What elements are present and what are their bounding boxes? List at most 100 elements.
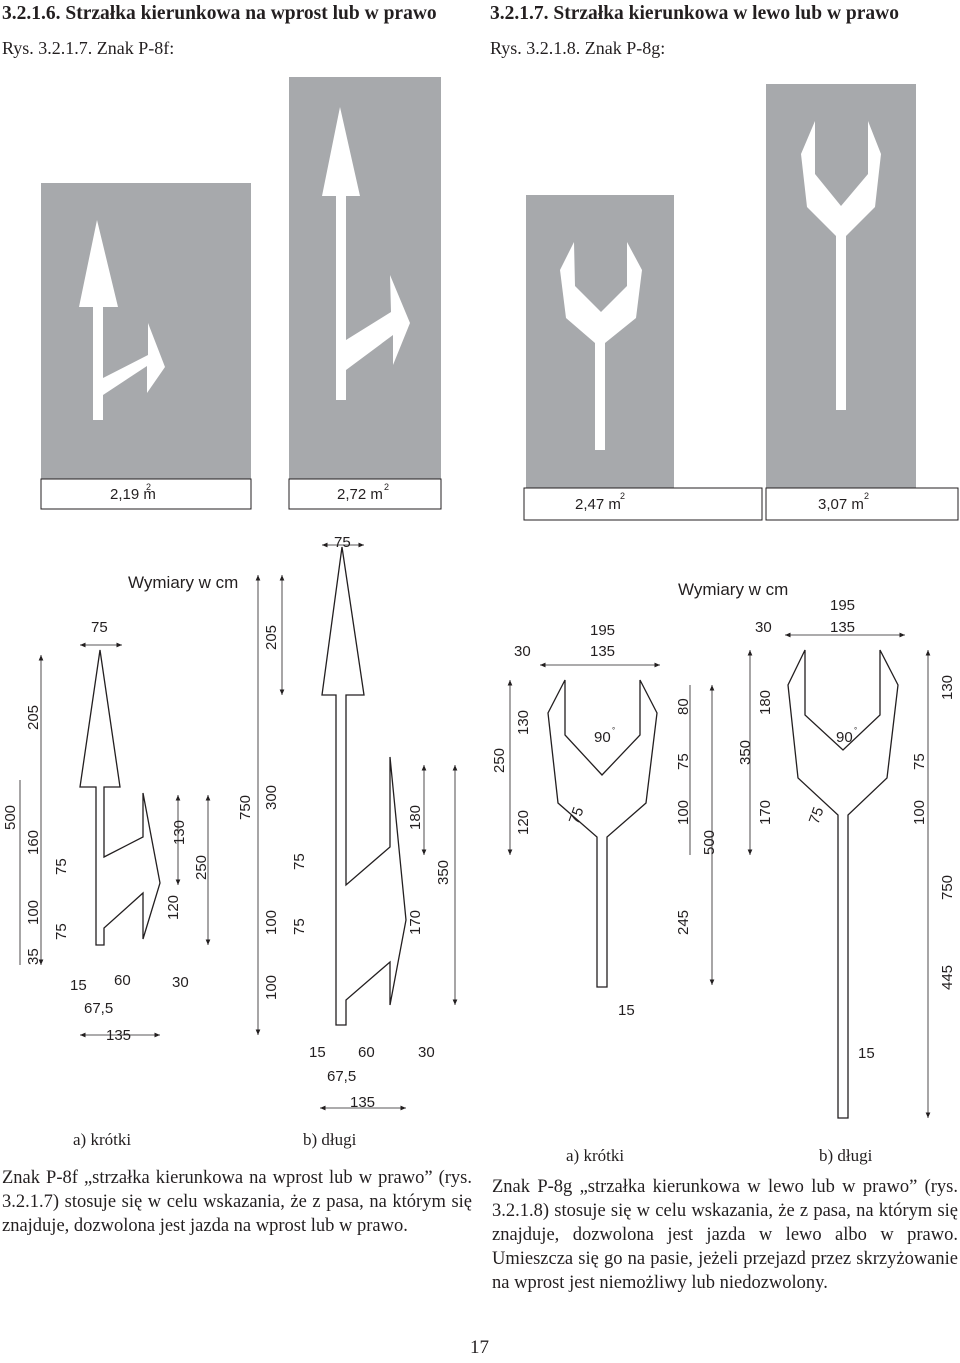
svg-text:67,5: 67,5 (327, 1068, 356, 1085)
p8g-long-outline (787, 649, 899, 1119)
svg-text:100: 100 (25, 900, 42, 925)
p8g-long-dimensions: 30 195 135 350 180 170 90 ° 75 130 75 10… (737, 597, 956, 1062)
svg-text:350: 350 (737, 740, 754, 765)
svg-text:75: 75 (91, 619, 108, 636)
svg-text:60: 60 (114, 972, 131, 989)
svg-text:130: 130 (515, 710, 532, 735)
svg-text:180: 180 (407, 805, 424, 830)
left-section-heading: 3.2.1.6. Strzałka kierunkowa na wprost l… (2, 3, 437, 24)
right-section-heading: 3.2.1.7. Strzałka kierunkowa w lewo lub … (490, 3, 899, 24)
p8g-short-arrow-shape (560, 242, 642, 450)
p8f-short-outline (79, 649, 161, 946)
svg-text:30: 30 (514, 643, 531, 660)
svg-text:75: 75 (291, 918, 308, 935)
svg-text:100: 100 (263, 910, 280, 935)
p8f-long-panel: 2,72 m 2 (288, 77, 442, 510)
svg-text:2,47 m: 2,47 m (575, 496, 621, 513)
svg-text:2: 2 (146, 482, 151, 492)
svg-text:195: 195 (590, 622, 615, 639)
svg-text:3,07 m: 3,07 m (818, 496, 864, 513)
svg-text:30: 30 (172, 974, 189, 991)
svg-text:195: 195 (830, 597, 855, 614)
svg-text:75: 75 (53, 923, 70, 940)
svg-text:35: 35 (25, 948, 42, 965)
svg-text:160: 160 (25, 830, 42, 855)
svg-text:120: 120 (515, 810, 532, 835)
svg-text:250: 250 (491, 748, 508, 773)
svg-text:500: 500 (2, 805, 19, 830)
svg-text:60: 60 (358, 1044, 375, 1061)
svg-text:75: 75 (566, 805, 588, 826)
svg-text:135: 135 (106, 1027, 131, 1044)
left-variant-b-label: b) długi (303, 1130, 357, 1149)
svg-text:180: 180 (757, 690, 774, 715)
svg-text:135: 135 (830, 619, 855, 636)
dimension-drawings-figure: Wymiary w cm Wymiary w cm 75 205 500 160… (2, 534, 956, 1119)
svg-text:130: 130 (939, 675, 956, 700)
left-variant-a-label: a) krótki (73, 1130, 132, 1149)
svg-text:75: 75 (291, 853, 308, 870)
svg-text:2: 2 (620, 491, 625, 501)
svg-text:75: 75 (911, 753, 928, 770)
marking-panels-figure: 2,19 m 2 2,72 m 2 2,47 m 2 3,07 m 2 (40, 77, 959, 521)
svg-text:°: ° (854, 726, 857, 735)
svg-text:170: 170 (757, 800, 774, 825)
svg-text:°: ° (612, 726, 615, 735)
svg-text:205: 205 (25, 705, 42, 730)
p8f-short-panel: 2,19 m 2 (40, 183, 252, 510)
svg-text:75: 75 (53, 858, 70, 875)
left-units-label: Wymiary w cm (128, 573, 238, 592)
right-variant-b-label: b) długi (819, 1146, 873, 1165)
svg-text:170: 170 (407, 910, 424, 935)
svg-text:75: 75 (675, 753, 692, 770)
p8g-short-dimensions: 30 195 135 250 130 120 90 ° 75 80 75 100… (491, 622, 718, 1019)
svg-text:100: 100 (263, 975, 280, 1000)
svg-text:67,5: 67,5 (84, 1000, 113, 1017)
svg-text:90: 90 (594, 729, 611, 746)
p8g-long-panel: 3,07 m 2 (765, 84, 959, 521)
svg-text:2: 2 (384, 482, 389, 492)
p8f-short-arrow-shape (79, 220, 165, 420)
svg-text:750: 750 (939, 875, 956, 900)
svg-text:205: 205 (263, 625, 280, 650)
svg-text:15: 15 (309, 1044, 326, 1061)
svg-text:445: 445 (939, 965, 956, 990)
svg-text:90: 90 (836, 729, 853, 746)
svg-text:15: 15 (70, 977, 87, 994)
p8f-long-arrow-shape (322, 107, 410, 400)
svg-text:2: 2 (864, 491, 869, 501)
left-figure-caption: Rys. 3.2.1.7. Znak P-8f: (2, 38, 175, 58)
svg-text:75: 75 (334, 534, 351, 551)
svg-text:135: 135 (590, 643, 615, 660)
left-body-paragraph: Znak P-8f „strzałka kierunkowa na wprost… (2, 1168, 472, 1236)
svg-text:75: 75 (806, 805, 828, 826)
svg-text:100: 100 (911, 800, 928, 825)
p8f-short-dimensions: 75 205 500 160 75 75 100 35 130 250 120 … (2, 619, 210, 1044)
svg-text:2,19 m: 2,19 m (110, 486, 156, 503)
svg-text:300: 300 (263, 785, 280, 810)
svg-text:250: 250 (193, 855, 210, 880)
svg-text:245: 245 (675, 910, 692, 935)
svg-text:100: 100 (675, 800, 692, 825)
right-units-label: Wymiary w cm (678, 580, 788, 599)
svg-text:500: 500 (701, 830, 718, 855)
svg-text:30: 30 (755, 619, 772, 636)
svg-text:135: 135 (350, 1094, 375, 1111)
right-body-paragraph: Znak P-8g „strzałka kierunkowa w lewo lu… (492, 1177, 958, 1293)
p8g-short-outline (547, 679, 658, 988)
svg-text:130: 130 (171, 820, 188, 845)
svg-text:15: 15 (858, 1045, 875, 1062)
svg-text:30: 30 (418, 1044, 435, 1061)
right-figure-caption: Rys. 3.2.1.8. Znak P-8g: (490, 38, 666, 58)
p8f-long-outline (321, 546, 407, 1026)
p8g-long-arrow-shape (801, 121, 881, 410)
svg-text:15: 15 (618, 1002, 635, 1019)
p8g-short-panel: 2,47 m 2 (523, 195, 763, 521)
right-variant-a-label: a) krótki (566, 1146, 625, 1165)
p8f-long-dimensions: 75 205 750 300 75 100 75 100 180 350 170… (237, 534, 452, 1111)
svg-text:350: 350 (435, 860, 452, 885)
svg-text:750: 750 (237, 795, 254, 820)
page-number: 17 (470, 1337, 489, 1358)
svg-text:2,72 m: 2,72 m (337, 486, 383, 503)
svg-text:120: 120 (165, 895, 182, 920)
